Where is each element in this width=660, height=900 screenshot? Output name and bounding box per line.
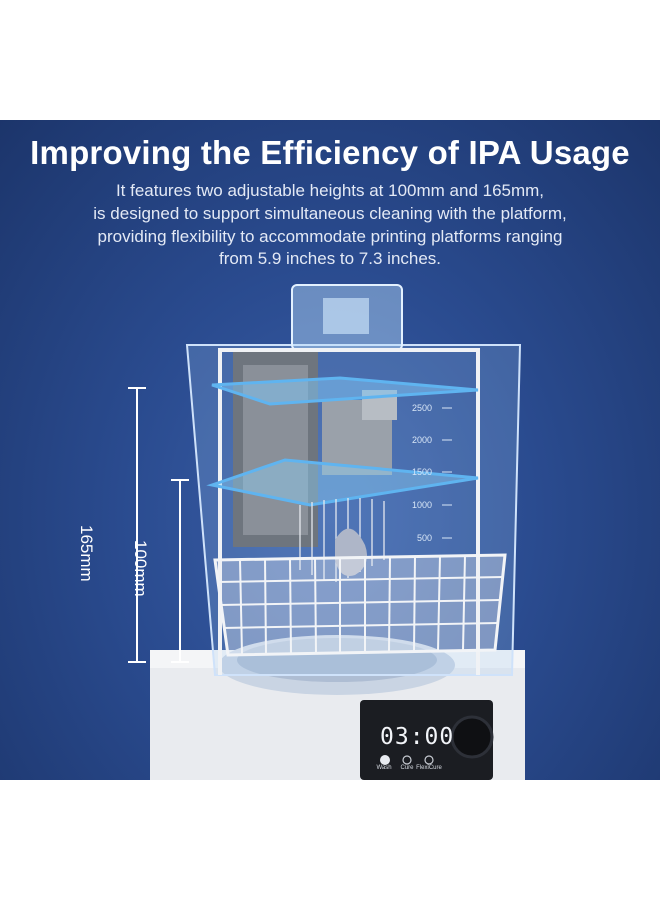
scale-label-500: 500 [417, 533, 432, 543]
timer-display: 03:00 [380, 724, 455, 750]
wash-cure-station-illustration [128, 284, 525, 780]
description-line-4: from 5.9 inches to 7.3 inches. [218, 249, 442, 268]
description-line-2: is designed to support simultaneous clea… [93, 204, 567, 223]
scale-label-2500: 2500 [412, 403, 432, 413]
tank-scale-labels: 2500 2000 1500 1000 500 [412, 403, 432, 543]
scale-label-1500: 1500 [412, 467, 432, 477]
scale-label-2000: 2000 [412, 435, 432, 445]
description-line-3: providing flexibility to accommodate pri… [97, 227, 563, 246]
scale-label-1000: 1000 [412, 500, 432, 510]
product-banner: Improving the Efficiency of IPA Usage It… [0, 120, 660, 780]
mode-cure-label: Cure [400, 765, 414, 771]
mode-flexicure-label: FlexiCure [416, 765, 442, 771]
description-line-1: It features two adjustable heights at 10… [115, 181, 545, 200]
headline: Improving the Efficiency of IPA Usage [30, 134, 630, 171]
mode-wash-label: Wash [376, 765, 392, 771]
